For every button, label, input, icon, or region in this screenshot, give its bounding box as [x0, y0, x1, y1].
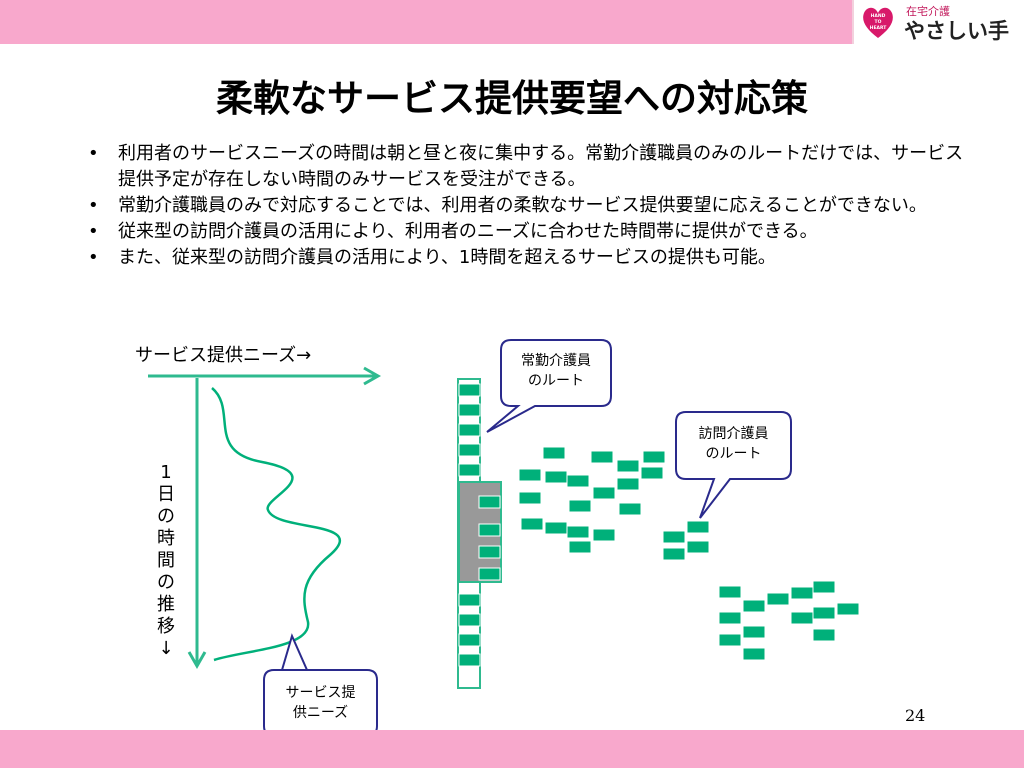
time-axis-char: 日	[157, 484, 175, 505]
needs-axis-arrowhead	[363, 366, 382, 386]
schedule-block	[518, 491, 542, 505]
logo-name: やさしい手	[904, 19, 1009, 43]
callout-needs-text: サービス提 供ニーズ	[264, 683, 377, 723]
schedule-block	[812, 580, 836, 594]
callout-line: 訪問介護員	[698, 426, 769, 442]
svg-text:TO: TO	[875, 19, 882, 25]
schedule-block	[590, 450, 614, 464]
time-axis-char: 推	[157, 594, 175, 615]
svg-text:HEART: HEART	[870, 25, 888, 31]
bullet-item: • 常勤介護職員のみで対応することでは、利用者の柔軟なサービス提供要望に応えるこ…	[88, 193, 978, 219]
fulltime-route-blocks	[458, 383, 501, 667]
page-number: 24	[905, 706, 926, 725]
schedule-block	[544, 470, 568, 484]
svg-text:HAND: HAND	[871, 13, 886, 19]
schedule-block	[766, 592, 790, 606]
logo-subtitle: 在宅介護	[906, 5, 950, 18]
bullet-icon: •	[88, 143, 99, 164]
schedule-block	[544, 521, 568, 535]
callout-fulltime	[486, 339, 612, 433]
bullet-list: • 利用者のサービスニーズの時間は朝と昼と夜に集中する。常勤介護職員のみのルート…	[88, 141, 978, 271]
schedule-block	[742, 647, 766, 661]
callout-line: 供ニーズ	[292, 705, 349, 721]
schedule-block	[518, 468, 542, 482]
schedule-block	[686, 520, 710, 534]
needs-curve	[211, 387, 341, 662]
schedule-block	[616, 459, 640, 473]
schedule-block	[478, 523, 501, 537]
schedule-block	[568, 499, 592, 513]
schedule-block	[662, 547, 686, 561]
time-axis-char: 間	[157, 550, 175, 571]
schedule-block	[592, 528, 616, 542]
time-axis-label: 1 日 の 時 間 の 推 移 ↓	[152, 462, 180, 660]
time-axis-char: の	[157, 506, 175, 527]
schedule-block	[742, 599, 766, 613]
schedule-block	[458, 403, 481, 417]
schedule-block	[812, 606, 836, 620]
callout-visiting-text: 訪問介護員 のルート	[676, 424, 791, 464]
schedule-block	[458, 423, 481, 437]
schedule-block	[542, 446, 566, 460]
schedule-block	[592, 486, 616, 500]
schedule-block	[568, 540, 592, 554]
schedule-block	[566, 474, 590, 488]
visiting-route-blocks	[518, 446, 860, 661]
time-axis-char: ↓	[158, 638, 174, 659]
schedule-block	[836, 602, 860, 616]
time-axis-char: 時	[157, 528, 175, 549]
schedule-block	[478, 545, 501, 559]
schedule-block	[616, 477, 640, 491]
schedule-block	[718, 611, 742, 625]
schedule-block	[718, 585, 742, 599]
schedule-block	[478, 567, 501, 581]
schedule-block	[458, 443, 481, 457]
footer-band	[0, 730, 1024, 768]
schedule-block	[520, 517, 544, 531]
slide-title: 柔軟なサービス提供要望への対応策	[216, 77, 808, 120]
schedule-block	[618, 502, 642, 516]
schedule-block	[640, 466, 664, 480]
callout-line: 常勤介護員	[521, 353, 591, 369]
schedule-block	[686, 540, 710, 554]
schedule-block	[742, 625, 766, 639]
callout-visiting	[675, 411, 792, 519]
bullet-text: 従来型の訪問介護員の活用により、利用者のニーズに合わせた時間帯に提供ができる。	[118, 221, 818, 242]
bullet-text: 常勤介護職員のみで対応することでは、利用者の柔軟なサービス提供要望に応えることが…	[118, 195, 927, 216]
time-axis-char: の	[157, 572, 175, 593]
schedule-block	[458, 613, 481, 627]
hand-to-heart-icon: HAND TO HEART	[863, 7, 893, 38]
schedule-block	[458, 653, 481, 667]
schedule-block	[718, 633, 742, 647]
time-axis-char: 1	[160, 462, 172, 483]
schedule-block	[478, 495, 501, 509]
bullet-item: • 利用者のサービスニーズの時間は朝と昼と夜に集中する。常勤介護職員のみのルート…	[88, 141, 978, 193]
schedule-block	[458, 383, 481, 397]
company-logo: HAND TO HEART 在宅介護 やさしい手	[852, 0, 1024, 44]
bullet-text: 利用者のサービスニーズの時間は朝と昼と夜に集中する。常勤介護職員のみのルートだけ…	[118, 143, 964, 190]
bullet-text: また、従来型の訪問介護員の活用により、1時間を超えるサービスの提供も可能。	[118, 247, 776, 268]
time-axis-char: 移	[157, 616, 175, 637]
time-axis-arrowhead	[187, 651, 207, 670]
callout-line: のルート	[528, 373, 584, 389]
schedule-block	[790, 611, 814, 625]
bullet-icon: •	[88, 221, 99, 242]
schedule-block	[566, 525, 590, 539]
bullet-item: • 従来型の訪問介護員の活用により、利用者のニーズに合わせた時間帯に提供ができる…	[88, 219, 978, 245]
bullet-icon: •	[88, 247, 99, 268]
schedule-block	[662, 530, 686, 544]
schedule-block	[458, 593, 481, 607]
schedule-block	[812, 628, 836, 642]
schedule-block	[790, 586, 814, 600]
schedule-block	[642, 450, 666, 464]
callout-line: のルート	[705, 446, 762, 462]
callout-line: サービス提	[285, 685, 356, 701]
schedule-block	[458, 633, 481, 647]
bullet-icon: •	[88, 195, 99, 216]
schedule-block	[458, 463, 481, 477]
bullet-item: • また、従来型の訪問介護員の活用により、1時間を超えるサービスの提供も可能。	[88, 245, 978, 271]
needs-axis-label: サービス提供ニーズ→	[135, 345, 312, 366]
callout-fulltime-text: 常勤介護員 のルート	[501, 351, 611, 391]
